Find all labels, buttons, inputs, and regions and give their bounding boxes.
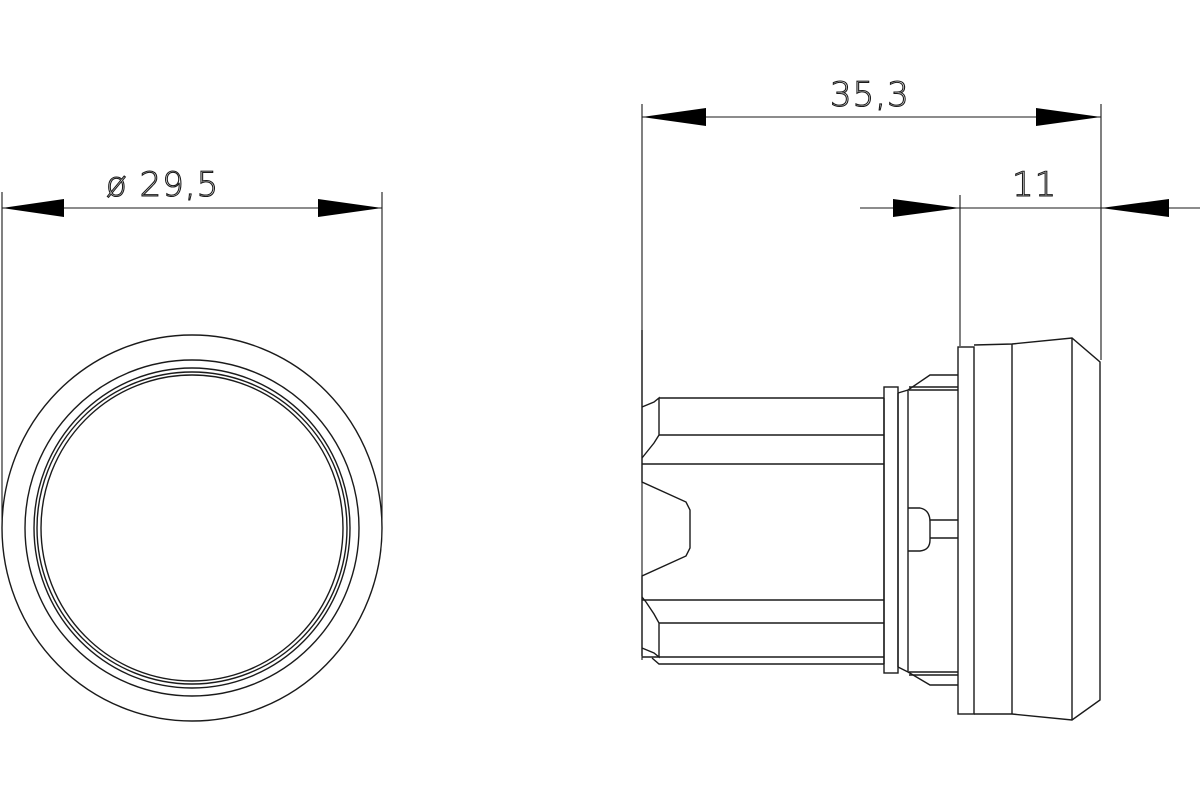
arrow-right-icon: [893, 199, 960, 217]
outer-bezel-circle: [1, 334, 383, 722]
top-rib-chamfer: [641, 396, 660, 459]
bottom-skirt: [651, 657, 884, 665]
gasket-ring: [957, 346, 975, 715]
side-view: 35,3 11: [641, 74, 1200, 721]
arrow-left-icon: [1101, 199, 1169, 217]
lens-ring-mid: [36, 371, 348, 685]
diameter-dimension: ø 29,5: [2, 164, 382, 217]
overall-length-dimension: 35,3: [642, 74, 1101, 126]
mounting-flange: [883, 386, 899, 674]
key-slot: [908, 507, 931, 552]
arrow-left-icon: [2, 199, 64, 217]
arrow-left-icon: [642, 108, 706, 126]
rear-housing: [641, 330, 885, 665]
arrow-right-icon: [1036, 108, 1101, 126]
bezel-outline: [973, 337, 1101, 721]
front-length-dimension: 11: [860, 164, 1200, 217]
flange-plate: [883, 386, 899, 674]
collar-top-chamfer: [897, 374, 958, 394]
front-length-label: 11: [1012, 165, 1057, 205]
overall-length-label: 35,3: [830, 75, 910, 115]
diameter-label: ø 29,5: [106, 165, 219, 205]
bottom-rib-chamfer: [641, 596, 660, 659]
arrow-right-icon: [318, 199, 382, 217]
collar: [897, 374, 958, 686]
inner-bezel-circle: [24, 359, 360, 697]
button-circles: [1, 334, 383, 722]
rear-profile: [641, 330, 691, 656]
front-view: ø 29,5: [1, 164, 383, 722]
lens-ring-outer: [33, 367, 351, 689]
lens-ring-inner: [40, 374, 344, 682]
collar-bottom-chamfer: [897, 666, 958, 686]
front-bezel: [957, 337, 1101, 721]
